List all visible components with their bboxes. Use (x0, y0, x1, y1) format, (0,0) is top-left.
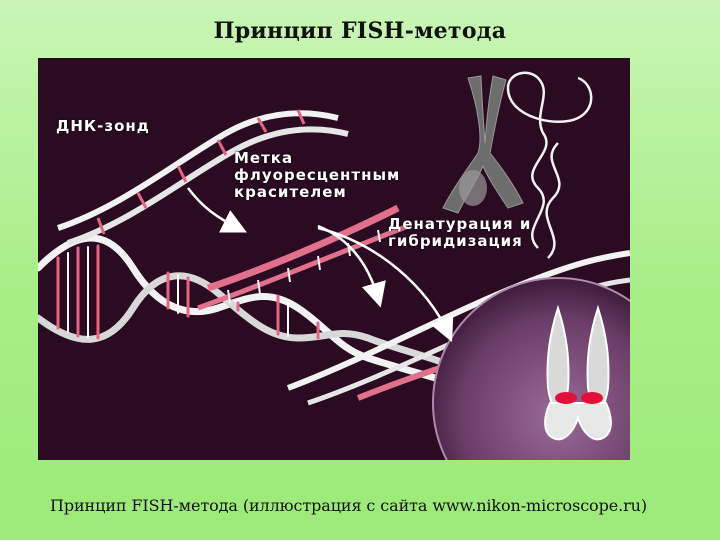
fish-illustration: ДНК-зонд Метка флуоресцентным красителем… (38, 58, 630, 460)
label-fluorescent-mark-line1: Метка (234, 149, 294, 167)
arrow-icon (187, 187, 247, 233)
arrow-icon (317, 224, 386, 308)
chromosome-icon (442, 75, 524, 214)
process-arrows (187, 187, 454, 343)
figure-caption: Принцип FISH-метода (иллюстрация с сайта… (50, 496, 647, 515)
hybridized-chromosome-icon (544, 304, 612, 441)
fish-signal-left (555, 392, 577, 404)
label-fluorescent-mark: Метка флуоресцентным красителем (234, 150, 400, 201)
label-fluorescent-mark-line2: флуоресцентным (234, 166, 401, 184)
label-fluorescent-mark-line3: красителем (234, 183, 347, 201)
slide-title: Принцип FISH-метода (213, 18, 507, 44)
dna-probe-strand (57, 109, 349, 246)
genomic-dna-helix (38, 234, 472, 392)
arrow-icon (317, 226, 454, 343)
label-denaturation-line2: гибридизация (388, 232, 523, 250)
label-denaturation: Денатурация и гибридизация (388, 216, 531, 250)
label-dna-probe: ДНК-зонд (56, 117, 150, 135)
fish-diagram-svg (38, 71, 630, 460)
label-denaturation-line1: Денатурация и (388, 215, 532, 233)
fish-signal-right (581, 392, 603, 404)
coiled-chromatin (506, 71, 593, 259)
